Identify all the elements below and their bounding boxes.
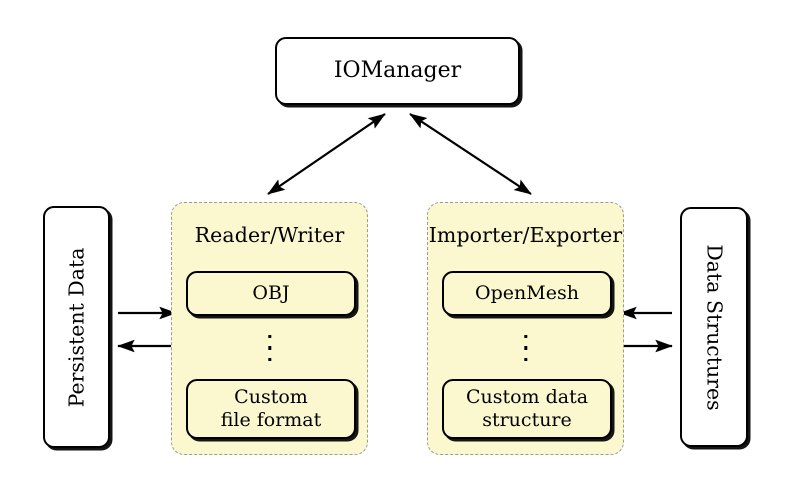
persistent-data-node[interactable]: Persistent Data xyxy=(43,206,110,448)
custom-file-format-line-2: file format xyxy=(220,409,322,431)
custom-data-structure-line-1: Custom data xyxy=(465,385,589,408)
custom-data-structure-line-2: structure xyxy=(482,409,572,431)
node-openmesh-label: OpenMesh xyxy=(475,281,579,304)
ellipsis-importer-exporter xyxy=(523,335,528,361)
custom-file-format-line-1: Custom xyxy=(234,385,308,408)
node-obj-label: OBJ xyxy=(252,281,290,304)
data-structures-node[interactable]: Data Structures xyxy=(680,207,748,447)
io-manager-node[interactable]: IOManager xyxy=(275,37,520,105)
panel-importer-exporter: Importer/Exporter OpenMesh Custom data s… xyxy=(427,202,624,455)
node-custom-data-structure[interactable]: Custom data structure xyxy=(442,379,612,439)
ellipsis-reader-writer xyxy=(267,335,272,361)
node-custom-data-structure-label: Custom data structure xyxy=(466,386,588,432)
node-custom-file-format-label: Custom file format xyxy=(221,386,322,432)
panel-reader-writer-title: Reader/Writer xyxy=(194,223,345,247)
node-openmesh[interactable]: OpenMesh xyxy=(442,271,612,316)
panel-reader-writer: Reader/Writer OBJ Custom file format xyxy=(171,202,368,455)
arrow-manager-importer-exporter xyxy=(409,113,532,195)
node-obj[interactable]: OBJ xyxy=(186,271,356,316)
panel-importer-exporter-title: Importer/Exporter xyxy=(428,223,623,247)
arrow-manager-reader-writer xyxy=(267,113,386,195)
node-custom-file-format[interactable]: Custom file format xyxy=(186,379,356,439)
data-structures-label: Data Structures xyxy=(702,243,727,411)
io-manager-label: IOManager xyxy=(333,57,462,83)
persistent-data-label: Persistent Data xyxy=(64,247,89,407)
